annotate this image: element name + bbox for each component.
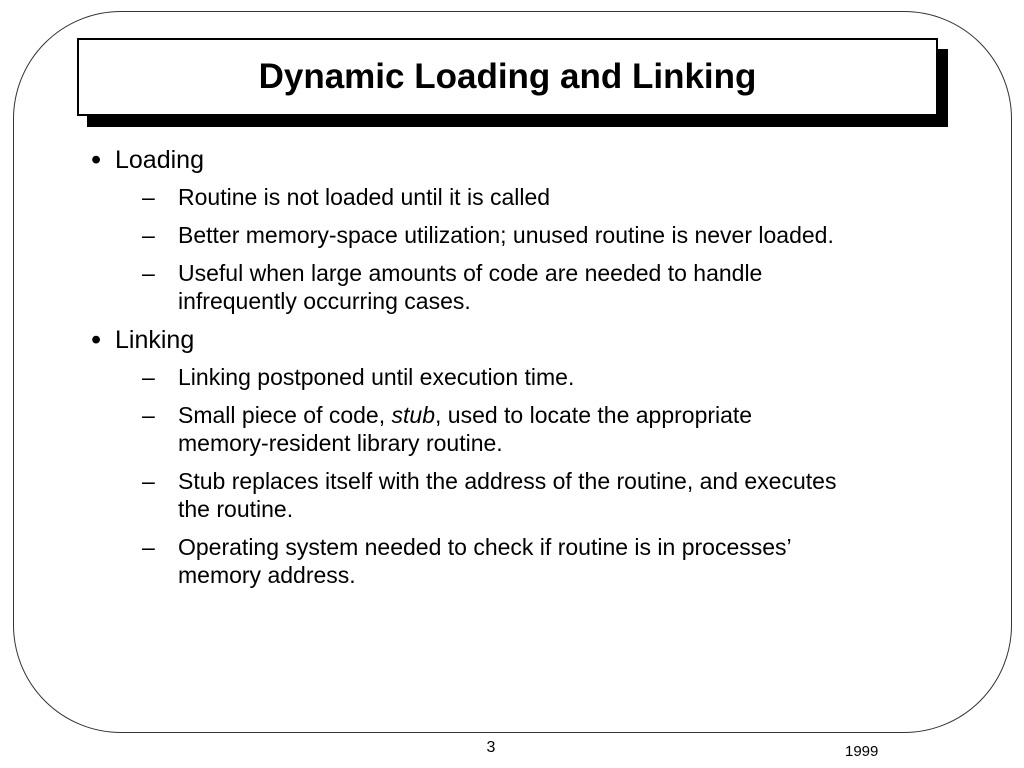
bullet-icon: • xyxy=(91,324,102,356)
sub-bullet-line: Linking postponed until execution time. xyxy=(178,364,575,390)
sub-bullet-line: memory address. xyxy=(178,562,356,588)
bullet-label: Loading xyxy=(115,146,204,174)
sub-bullet-line: Routine is not loaded until it is called xyxy=(178,184,551,210)
sub-bullet-item: – Useful when large amounts of code are … xyxy=(0,259,1024,315)
sub-bullet-item: – Routine is not loaded until it is call… xyxy=(0,183,1024,211)
dash-icon: – xyxy=(142,534,155,560)
sub-bullet-line: Stub replaces itself with the address of… xyxy=(178,468,837,494)
bullet-label: Linking xyxy=(115,326,195,354)
section-loading: • Loading – Routine is not loaded until … xyxy=(0,145,1024,315)
dash-icon: – xyxy=(142,260,155,286)
dash-icon: – xyxy=(142,222,155,248)
sub-bullet-text: Stub replaces itself with the address of… xyxy=(178,467,836,523)
title-box: Dynamic Loading and Linking xyxy=(77,38,938,116)
slide-title: Dynamic Loading and Linking xyxy=(258,57,757,96)
year-label: 1999 xyxy=(845,743,879,760)
sub-bullet-text: Useful when large amounts of code are ne… xyxy=(178,259,762,315)
sub-bullet-line: Small piece of code, stub, used to locat… xyxy=(178,401,752,429)
sub-bullet-text: Small piece of code, stub, used to locat… xyxy=(178,401,752,457)
dash-icon: – xyxy=(142,184,155,210)
sub-bullet-line-post: , used to locate the appropriate xyxy=(435,402,753,428)
sub-bullet-line: the routine. xyxy=(178,496,294,522)
sub-bullet-line-pre: Small piece of code, xyxy=(178,402,392,428)
bullet-item-linking: • Linking xyxy=(0,325,1024,355)
sub-bullet-item: – Small piece of code, stub, used to loc… xyxy=(0,401,1024,457)
sub-bullet-text: Operating system needed to check if rout… xyxy=(178,533,792,589)
sub-bullet-line: Operating system needed to check if rout… xyxy=(178,534,792,560)
slide-content: • Loading – Routine is not loaded until … xyxy=(0,145,1024,599)
section-linking: • Linking – Linking postponed until exec… xyxy=(0,325,1024,589)
sub-bullet-line: Better memory-space utilization; unused … xyxy=(178,222,834,248)
sub-bullet-text: Better memory-space utilization; unused … xyxy=(178,221,834,249)
stub-emphasis: stub xyxy=(391,402,435,428)
bullet-item-loading: • Loading xyxy=(0,145,1024,175)
bullet-icon: • xyxy=(91,144,102,176)
sub-bullet-line: memory-resident library routine. xyxy=(178,430,503,456)
sub-bullet-text: Linking postponed until execution time. xyxy=(178,363,574,391)
sub-bullet-item: – Stub replaces itself with the address … xyxy=(0,467,1024,523)
page-number: 3 xyxy=(486,739,496,756)
dash-icon: – xyxy=(142,364,155,390)
sub-bullet-text: Routine is not loaded until it is called xyxy=(178,183,550,211)
dash-icon: – xyxy=(142,402,155,428)
sub-bullet-item: – Better memory-space utilization; unuse… xyxy=(0,221,1024,249)
sub-bullet-line: infrequently occurring cases. xyxy=(178,288,471,314)
slide-frame-border xyxy=(13,11,1012,733)
dash-icon: – xyxy=(142,468,155,494)
sub-bullet-item: – Linking postponed until execution time… xyxy=(0,363,1024,391)
sub-bullet-line: Useful when large amounts of code are ne… xyxy=(178,260,763,286)
sub-bullet-item: – Operating system needed to check if ro… xyxy=(0,533,1024,589)
